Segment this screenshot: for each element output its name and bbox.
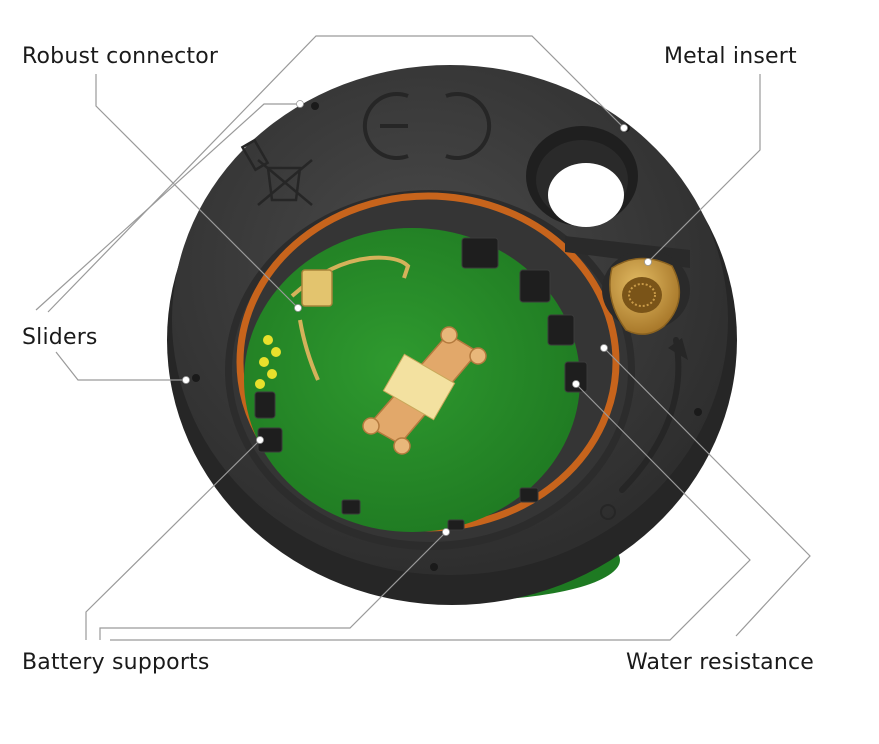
robust-connector — [290, 255, 411, 381]
battery-contact-strip — [362, 326, 487, 455]
rotation-arrow-icon — [619, 337, 682, 493]
label-robust-connector: Robust connector — [22, 44, 219, 69]
leader-sliders-3 — [55, 351, 186, 381]
metal-insert — [602, 250, 690, 335]
ce-mark-icon — [362, 92, 492, 160]
mounting-hole — [526, 126, 638, 227]
leader-water-2 — [110, 383, 751, 641]
weee-bin-icon — [240, 138, 313, 206]
battery-supports — [254, 237, 588, 531]
leader-battery-2 — [99, 531, 447, 640]
rotation-arrowhead-icon — [668, 338, 688, 360]
leader-metal-insert — [647, 74, 761, 263]
housing-small-circle — [600, 504, 616, 520]
label-sliders: Sliders — [22, 325, 98, 350]
leader-robust-connector — [95, 74, 299, 309]
label-metal-insert: Metal insert — [664, 44, 797, 69]
leader-lines — [35, 35, 811, 641]
leader-sliders-2 — [47, 35, 625, 313]
label-water-resistance: Water resistance — [626, 650, 815, 675]
label-battery-supports: Battery supports — [22, 650, 210, 675]
leader-dots — [182, 100, 652, 536]
pcb-test-pads — [255, 335, 281, 389]
leader-sliders-1 — [35, 103, 300, 311]
leader-water-1 — [603, 347, 811, 637]
leader-battery-1 — [85, 439, 261, 640]
